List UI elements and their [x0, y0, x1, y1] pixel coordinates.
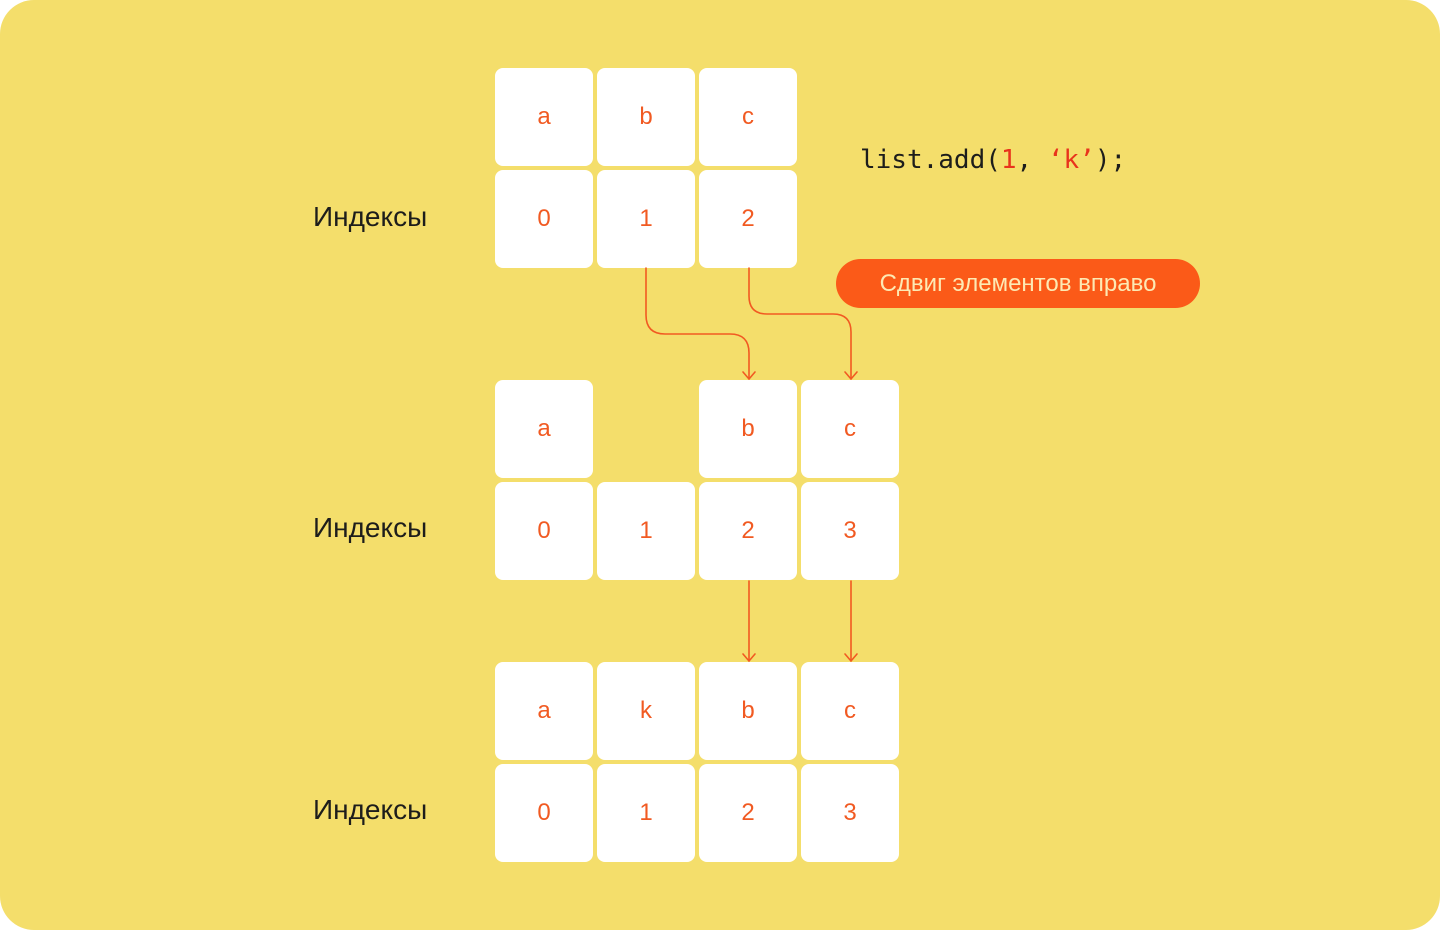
indices-label: Индексы: [313, 512, 428, 543]
indices-label: Индексы: [313, 794, 428, 825]
value-cell: c: [801, 662, 899, 760]
down-arrow-c-head: [844, 653, 858, 662]
index-cell: 2: [699, 482, 797, 580]
index-cell: 1: [597, 170, 695, 268]
shift-arrow-c: [748, 267, 852, 380]
index-cell: 1: [597, 482, 695, 580]
value-cell: c: [699, 68, 797, 166]
index-cell: 3: [801, 764, 899, 862]
indices-label: Индексы: [313, 201, 428, 232]
value-cell: b: [699, 380, 797, 478]
code-separator: ,: [1016, 145, 1048, 175]
code-arg-index: 1: [1000, 145, 1017, 175]
index-cell: 2: [699, 764, 797, 862]
shift-callout: Сдвиг элементов вправо: [836, 259, 1200, 308]
shift-arrow-b: [645, 267, 750, 380]
value-cell: a: [495, 662, 593, 760]
index-cell: 0: [495, 170, 593, 268]
code-suffix: );: [1094, 145, 1127, 175]
index-cell: 0: [495, 482, 593, 580]
code-prefix: list.add(: [860, 145, 1001, 175]
value-cell: a: [495, 68, 593, 166]
index-cell: 0: [495, 764, 593, 862]
down-arrow-b-head: [742, 653, 756, 662]
index-cell: 3: [801, 482, 899, 580]
value-cell: c: [801, 380, 899, 478]
value-cell: a: [495, 380, 593, 478]
shift-arrow-b-head: [742, 371, 756, 380]
index-cell: 2: [699, 170, 797, 268]
code-snippet: list.add(1, ‘k’);: [860, 140, 1126, 180]
value-cell: k: [597, 662, 695, 760]
value-cell: b: [597, 68, 695, 166]
index-cell: 1: [597, 764, 695, 862]
shift-arrow-c-head: [844, 371, 858, 380]
value-cell: b: [699, 662, 797, 760]
code-arg-value: ‘k’: [1047, 145, 1095, 175]
